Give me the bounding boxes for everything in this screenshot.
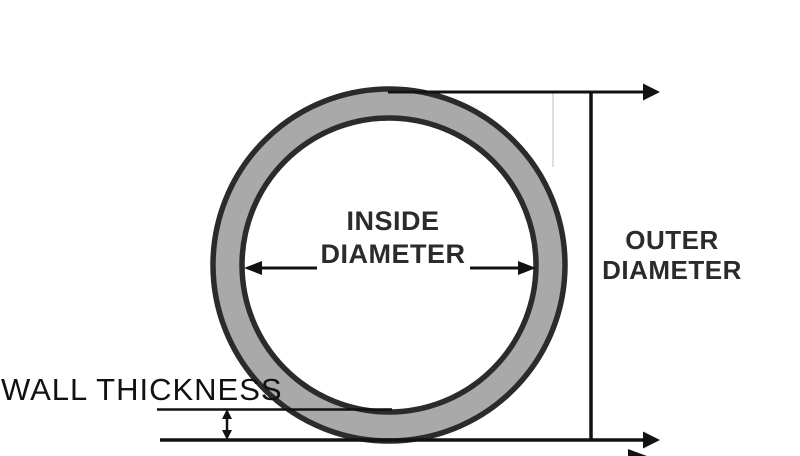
inside-diameter-label-line2: DIAMETER: [320, 239, 466, 269]
bottom-right-arrow-icon: [643, 431, 660, 449]
inside-diameter-label: INSIDE DIAMETER: [283, 205, 503, 271]
inside-left-arrow-icon: [244, 261, 262, 275]
tube-inner-circle: [239, 115, 539, 415]
wall-thickness-down-arrow-icon: [222, 430, 232, 440]
cropped-bottom-arrow-icon: [628, 449, 647, 456]
outer-diameter-label-line2: DIAMETER: [602, 255, 742, 285]
inside-diameter-label-line1: INSIDE: [346, 206, 440, 236]
top-right-arrow-icon: [643, 83, 660, 101]
inside-right-arrow-icon: [518, 261, 536, 275]
outer-diameter-label-line1: OUTER: [625, 225, 719, 255]
outer-diameter-label: OUTER DIAMETER: [592, 225, 752, 285]
wall-thickness-up-arrow-icon: [222, 409, 232, 419]
wall-thickness-label: WALL THICKNESS: [1, 372, 283, 407]
